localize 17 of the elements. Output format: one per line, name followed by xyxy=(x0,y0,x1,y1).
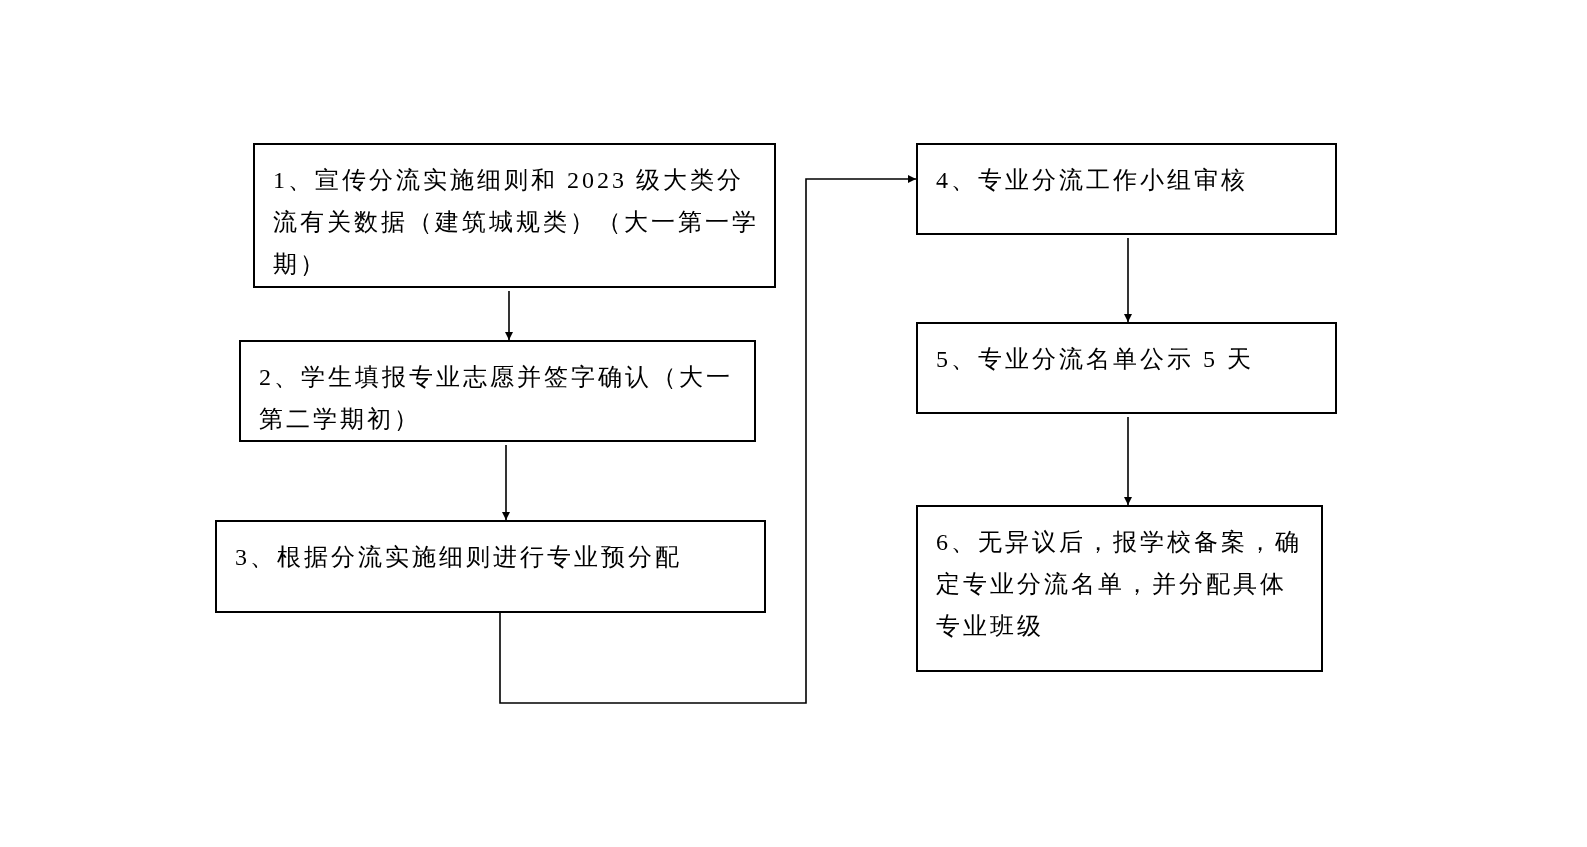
step-text: 5、专业分流名单公示 5 天 xyxy=(936,345,1255,374)
arrow xyxy=(1124,416,1132,506)
step-text: 3、根据分流实施细则进行专业预分配 xyxy=(235,543,683,572)
process-box xyxy=(916,505,1323,672)
step-text: 6、无异议后，报学校备案，确定专业分流名单，并分配具体专业班级 xyxy=(936,528,1303,641)
step-text: 4、专业分流工作小组审核 xyxy=(936,166,1249,195)
arrow xyxy=(505,290,513,341)
process-box xyxy=(916,143,1337,235)
process-box xyxy=(215,520,766,613)
step-text: 1、宣传分流实施细则和 2023 级大类分流有关数据（建筑城规类）（大一第一学期） xyxy=(273,166,760,279)
process-box xyxy=(253,143,776,288)
step-text: 2、学生填报专业志愿并签字确认（大一第二学期初） xyxy=(259,363,734,434)
arrow xyxy=(1124,237,1132,323)
process-box xyxy=(239,340,756,442)
process-box xyxy=(916,322,1337,414)
arrow xyxy=(502,444,510,521)
arrow xyxy=(499,175,917,704)
